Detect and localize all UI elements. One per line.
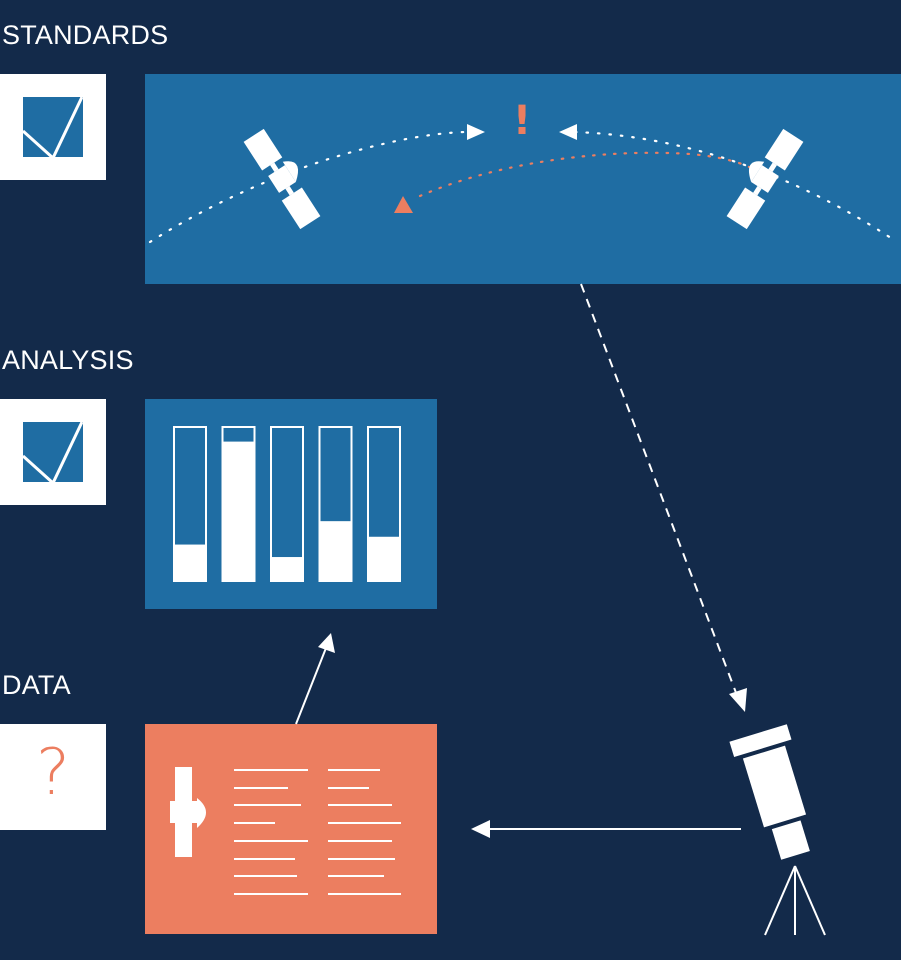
dashed-connector [580,283,739,699]
bar-fill [318,521,353,582]
standards-status-box [0,74,106,180]
satellite-left-icon [243,128,321,230]
question-icon: ? [36,736,70,810]
dashed-arrow-head-icon [729,688,747,712]
standards-panel: ! [145,74,901,284]
up-arrow-head-icon [318,633,335,653]
alert-icon: ! [513,98,531,144]
document-text-lines [234,769,401,895]
orange-arrow-icon [394,196,413,213]
data-status-box: ? [0,724,106,830]
bar-fill [173,544,207,582]
bar-fill [270,557,304,582]
standards-label: STANDARDS [2,20,169,50]
orbit-diagram: ! [148,98,899,244]
data-label: DATA [2,670,71,700]
checked-icon [21,421,84,486]
data-to-analysis-connector [295,647,327,725]
left-arrow-head-icon [471,820,490,838]
analysis-bars [173,426,401,582]
bar-fill [221,441,256,582]
analysis-label: ANALYSIS [2,345,134,375]
orbit-arrow-left-icon [559,124,577,140]
checked-icon [21,96,84,161]
bar-fill [367,536,401,582]
analysis-status-box [0,399,106,505]
data-document [170,767,401,895]
telescope-icon [729,724,826,936]
orbit-arrow-right-icon [467,124,485,140]
satellite-document-icon [170,767,206,857]
analysis-panel [145,399,437,609]
data-panel [145,724,437,934]
satellite-right-icon [726,128,804,230]
